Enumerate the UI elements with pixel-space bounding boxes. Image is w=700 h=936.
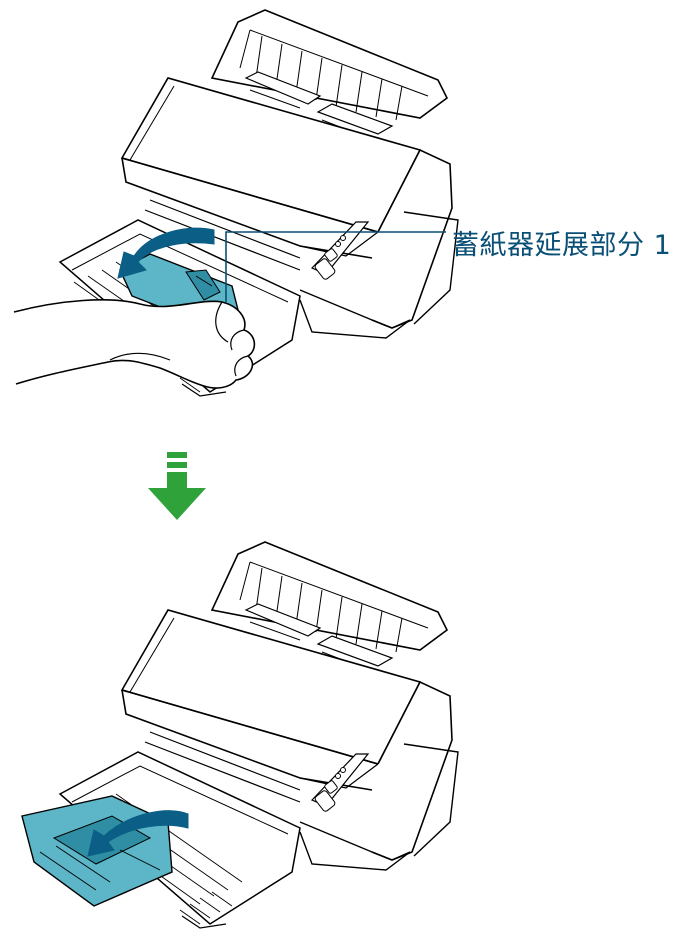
callout-label-extension-part: 蓄紙器延展部分 1 xyxy=(452,230,672,261)
callout-leader xyxy=(225,231,446,302)
hand-icon xyxy=(13,299,256,389)
rotate-arrow-icon xyxy=(117,227,215,279)
rotate-arrow-icon xyxy=(87,810,189,857)
down-arrow-icon xyxy=(148,452,206,520)
